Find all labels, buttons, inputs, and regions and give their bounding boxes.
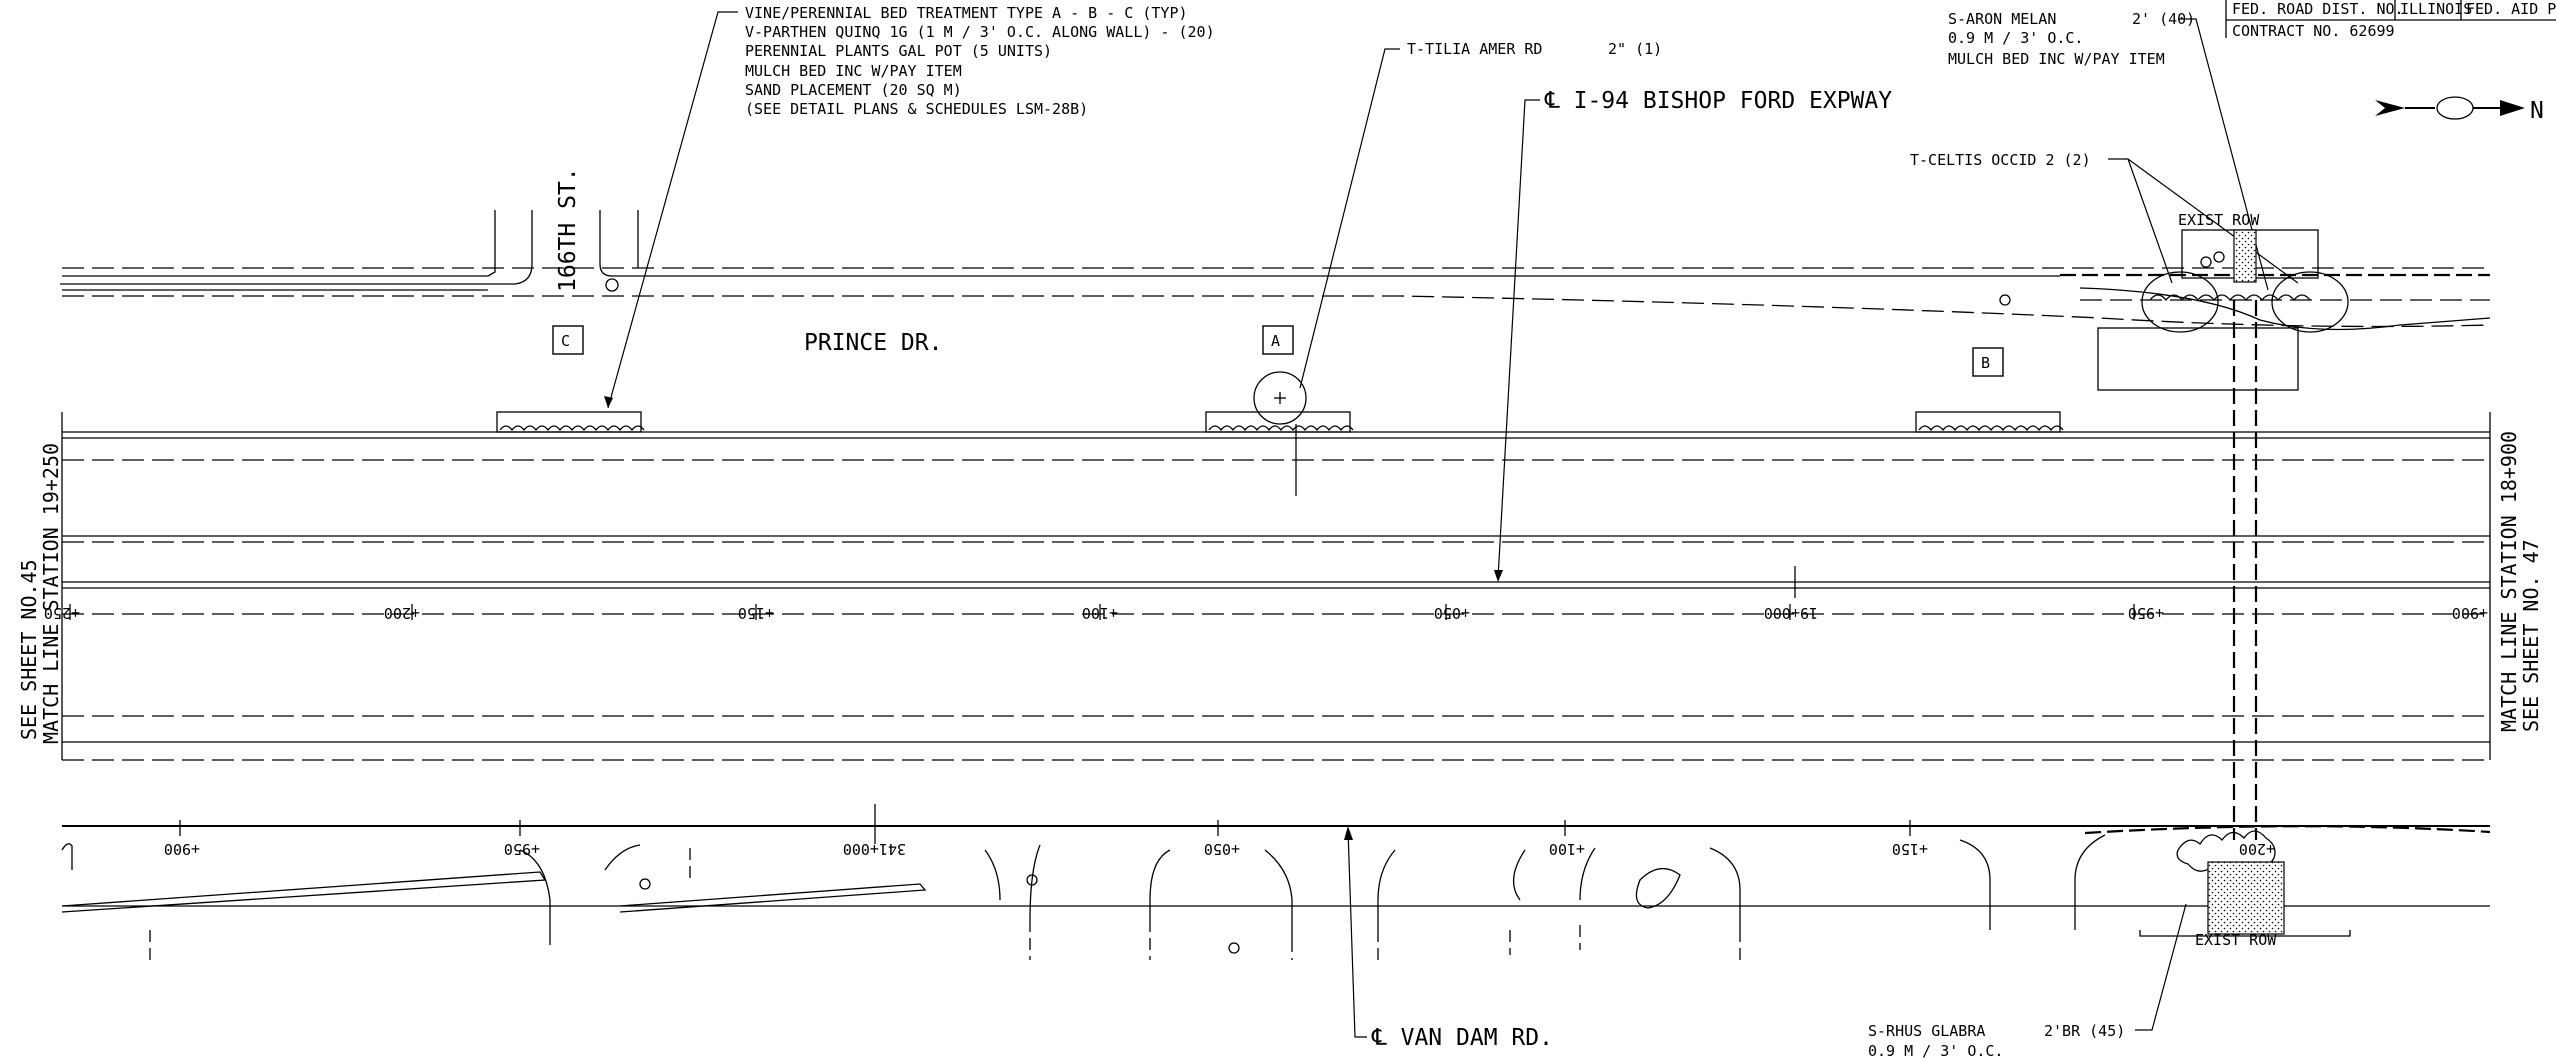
street-166-label: 166TH ST. — [555, 167, 581, 292]
svg-text:S-ARON MELAN: S-ARON MELAN — [1948, 10, 2056, 28]
station-vd-1: +950 — [504, 820, 540, 858]
svg-text:2" (1): 2" (1) — [1608, 40, 1662, 58]
match-line-right: MATCH LINE STATION 18+900 SEE SHEET NO. … — [2489, 412, 2543, 760]
contract-number: CONTRACT NO. 62699 — [2232, 22, 2395, 40]
svg-text:T-TILIA AMER RD: T-TILIA AMER RD — [1407, 40, 1542, 58]
svg-text:2' (40): 2' (40) — [2132, 10, 2195, 28]
svg-text:+150: +150 — [1892, 840, 1928, 858]
svg-text:B: B — [1981, 354, 1990, 372]
station-i94-3: +100 — [1082, 604, 1118, 622]
i94-expressway — [62, 431, 2490, 827]
svg-text:MATCH LINE STATION 19+250: MATCH LINE STATION 19+250 — [39, 443, 63, 744]
station-vd-4: +100 — [1549, 820, 1585, 858]
station-i94-2: +150 — [738, 604, 774, 622]
rhus-note: S-RHUS GLABRA 2'BR (45) 0.9 M / 3' O.C. — [1868, 903, 2187, 1060]
svg-text:MATCH LINE STATION 18+900: MATCH LINE STATION 18+900 — [2497, 431, 2521, 732]
svg-text:2'BR (45): 2'BR (45) — [2044, 1022, 2125, 1040]
vandam-stations: +900 +950 341+000 +050 +100 +150 +200 — [164, 804, 2275, 858]
station-vd-3: +050 — [1204, 820, 1240, 858]
station-vd-0: +900 — [164, 820, 200, 858]
svg-text:VINE/PERENNIAL BED TREATMENT T: VINE/PERENNIAL BED TREATMENT TYPE A - B … — [745, 4, 1188, 22]
svg-text:SEE SHEET NO.45: SEE SHEET NO.45 — [17, 559, 41, 740]
svg-text:+900: +900 — [2452, 604, 2488, 622]
celtis-note: T-CELTIS OCCID 2 (2) — [1910, 151, 2299, 284]
prince-dr-label: PRINCE DR. — [804, 330, 942, 356]
svg-text:C: C — [561, 332, 570, 350]
vine-bed-c — [496, 411, 645, 433]
svg-text:+950: +950 — [504, 840, 540, 858]
svg-text:+950: +950 — [2128, 604, 2164, 622]
station-i94-1: +200 — [384, 604, 420, 622]
title-block: FED. ROAD DIST. NO. ILLINOIS FED. AID PR… — [2225, 0, 2556, 40]
tilia-note: T-TILIA AMER RD 2" (1) — [1299, 40, 1662, 389]
tilia-tree-icon — [1253, 371, 1307, 496]
svg-text:+200: +200 — [384, 604, 420, 622]
state-label: ILLINOIS — [2400, 0, 2472, 18]
svg-text:+200: +200 — [2239, 840, 2275, 858]
bed-type-a: A — [1262, 325, 1294, 355]
van-dam-centerline-label: ℄ VAN DAM RD. — [1344, 826, 1553, 1051]
svg-text:MULCH BED INC W/PAY ITEM: MULCH BED INC W/PAY ITEM — [1948, 50, 2165, 68]
vine-bed-b — [1915, 411, 2064, 433]
svg-text:0.9 M / 3' O.C.: 0.9 M / 3' O.C. — [1948, 29, 2083, 47]
i94-centerline-label: ℄ I-94 BISHOP FORD EXPWAY — [1494, 88, 1892, 582]
i94-stations: +250 +200 +150 +100 +050 19+000 +950 +90… — [44, 604, 2488, 622]
vine-bed-a — [1205, 411, 1354, 433]
svg-text:+050: +050 — [1204, 840, 1240, 858]
svg-text:341+000: 341+000 — [843, 840, 906, 858]
van-dam-road — [61, 825, 2491, 960]
bed-type-c: C — [552, 325, 584, 355]
svg-text:T-CELTIS OCCID 2 (2): T-CELTIS OCCID 2 (2) — [1910, 151, 2091, 169]
station-i94-7: +900 — [2452, 604, 2488, 622]
prince-drive: PRINCE DR. — [62, 267, 2491, 356]
bed-type-b: B — [1972, 347, 2004, 377]
svg-text:℄ VAN DAM RD.: ℄ VAN DAM RD. — [1371, 1025, 1553, 1051]
fed-road-dist-label: FED. ROAD DIST. NO. — [2232, 0, 2404, 18]
fed-aid-label: FED. AID PROJ — [2466, 0, 2556, 18]
exist-row-planting: EXIST ROW EXIST ROW — [1999, 211, 2349, 949]
vine-bed-note: VINE/PERENNIAL BED TREATMENT TYPE A - B … — [604, 4, 1215, 409]
north-label: N — [2530, 98, 2544, 124]
station-i94-6: +950 — [2128, 604, 2164, 622]
svg-text:19+000: 19+000 — [1764, 604, 1818, 622]
svg-text:MULCH BED INC W/PAY ITEM: MULCH BED INC W/PAY ITEM — [745, 62, 962, 80]
svg-text:+100: +100 — [1082, 604, 1118, 622]
exist-row-label-bottom: EXIST ROW — [2195, 931, 2277, 949]
svg-text:+150: +150 — [738, 604, 774, 622]
aron-note: S-ARON MELAN 2' (40) 0.9 M / 3' O.C. MUL… — [1948, 10, 2269, 291]
north-arrow-icon: N — [2375, 96, 2544, 124]
svg-text:+050: +050 — [1434, 604, 1470, 622]
station-i94-5: 19+000 — [1764, 604, 1818, 622]
svg-text:A: A — [1271, 332, 1280, 350]
svg-text:(SEE DETAIL PLANS & SCHEDULES: (SEE DETAIL PLANS & SCHEDULES LSM-28B) — [745, 100, 1088, 118]
svg-text:0.9 M / 3' O.C.: 0.9 M / 3' O.C. — [1868, 1042, 2003, 1060]
svg-text:+900: +900 — [164, 840, 200, 858]
svg-text:SEE SHEET NO. 47: SEE SHEET NO. 47 — [2519, 539, 2543, 732]
station-i94-4: +050 — [1434, 604, 1470, 622]
station-vd-5: +150 — [1892, 820, 1928, 858]
166th-street: 166TH ST. — [60, 167, 640, 292]
svg-text:SAND PLACEMENT (20 SQ M): SAND PLACEMENT (20 SQ M) — [745, 81, 962, 99]
svg-text:S-RHUS GLABRA: S-RHUS GLABRA — [1868, 1022, 1985, 1040]
match-line-left: SEE SHEET NO.45 MATCH LINE STATION 19+25… — [17, 412, 63, 760]
svg-text:PERENNIAL PLANTS GAL POT (5 UN: PERENNIAL PLANTS GAL POT (5 UNITS) — [745, 42, 1052, 60]
exist-row-label-top: EXIST ROW — [2178, 211, 2260, 229]
station-vd-6: +200 — [2239, 840, 2275, 858]
svg-text:V-PARTHEN QUINQ 1G (1 M / 3' O: V-PARTHEN QUINQ 1G (1 M / 3' O.C. ALONG … — [745, 23, 1215, 41]
svg-text:℄ I-94 BISHOP FORD EXPWAY: ℄ I-94 BISHOP FORD EXPWAY — [1544, 88, 1892, 114]
station-vd-2: 341+000 — [843, 804, 906, 858]
svg-text:+100: +100 — [1549, 840, 1585, 858]
